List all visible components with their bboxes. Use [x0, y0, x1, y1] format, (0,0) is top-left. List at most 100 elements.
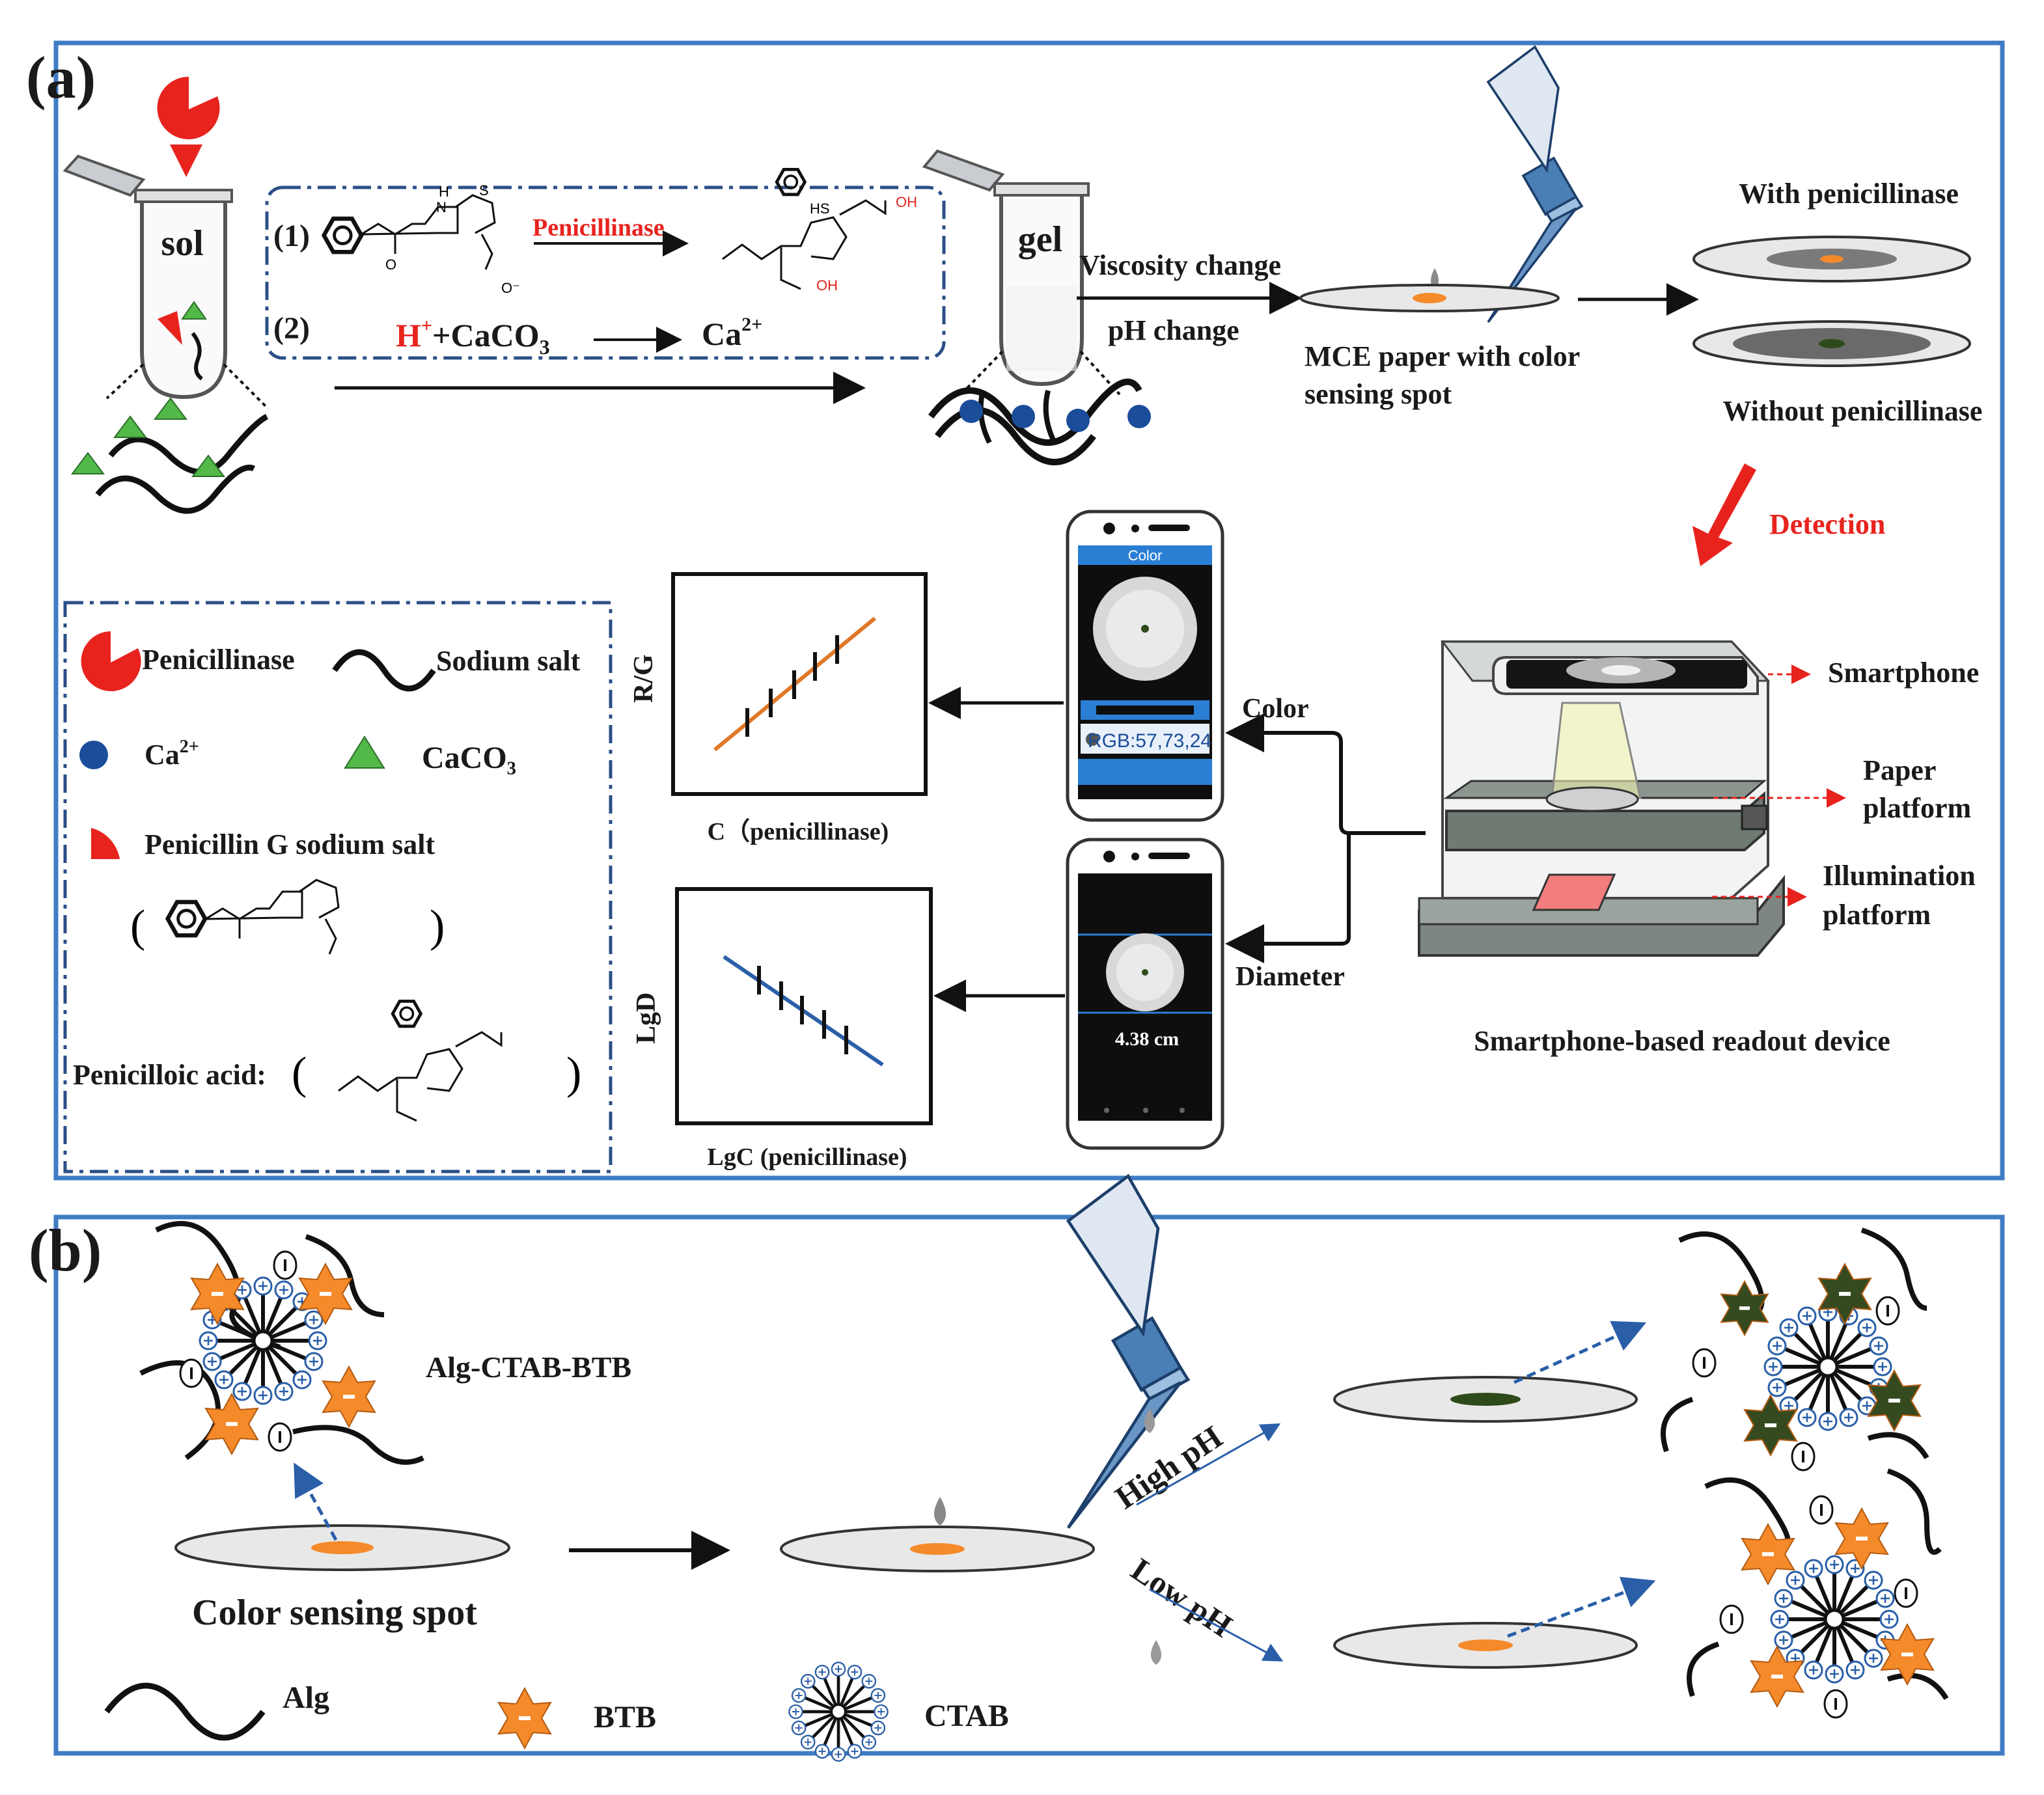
- diameter-label: Diameter: [1236, 962, 1345, 992]
- sensing-spot-label: Color sensing spot: [192, 1593, 477, 1633]
- droplet-b: [934, 1497, 946, 1526]
- legend-btb: BTB: [594, 1700, 656, 1734]
- high-ph-zoom-arrow: [1513, 1321, 1647, 1384]
- detection-label: Detection: [1769, 508, 1885, 540]
- reaction-box: [265, 185, 946, 360]
- reaction2-rhs: Ca2+: [702, 314, 762, 352]
- chem-label-o: O: [385, 256, 396, 273]
- panel-b-label: (b): [29, 1217, 102, 1283]
- chem-label-n: N: [436, 199, 447, 215]
- legend-sodium-salt-icon: [332, 649, 436, 692]
- reaction1-enzyme: Penicillinase: [532, 214, 665, 241]
- panel-b-frame: [53, 1214, 2005, 1756]
- low-ph-label: Low pH: [1125, 1551, 1239, 1645]
- panel-a-label: (a): [26, 44, 96, 111]
- chart-rg-frame: [671, 572, 928, 796]
- tube-gel-label: gel: [1018, 219, 1062, 260]
- chart-lgd-xlabel: LgC (penicillinase): [707, 1144, 907, 1171]
- legend-penicilloic-paren-open: (: [292, 1048, 307, 1099]
- legend-sodium-salt: Sodium salt: [436, 645, 581, 677]
- paper-platform-label-2: platform: [1863, 792, 1971, 824]
- legend-pen-g-structure: [168, 879, 340, 955]
- legend-pen-g-paren-open: (: [130, 901, 145, 952]
- chem-label-h: H: [439, 184, 449, 200]
- illumination-label-1: Illumination: [1823, 860, 1976, 892]
- device-label: Smartphone-based readout device: [1474, 1025, 1890, 1057]
- chem-label-s: S: [479, 182, 489, 199]
- legend-box: [63, 601, 613, 1173]
- legend-ca: Ca2+: [145, 737, 199, 771]
- without-penicillinase-label: Without penicillinase: [1723, 395, 1983, 427]
- chart-rg-xlabel: C（penicillinase): [708, 818, 889, 845]
- high-ph-complex: [1661, 1227, 1929, 1472]
- low-ph-zoom-arrow: [1507, 1576, 1656, 1638]
- droplet-high: [1144, 1408, 1155, 1433]
- droplet-a: [1431, 268, 1439, 289]
- reaction1-number: (1): [273, 219, 310, 253]
- legend-penicillinase-icon: [81, 631, 141, 691]
- reaction2-number: (2): [273, 311, 310, 346]
- chem-label-oh-2: OH: [816, 277, 838, 294]
- gel-network: [928, 378, 1151, 465]
- device-to-color-arrow: [1225, 713, 1426, 835]
- legend-penicilloic-paren-close: ): [566, 1048, 581, 1099]
- device-to-diameter-arrow: [1225, 833, 1351, 963]
- legend-ctab-icon: [789, 1662, 887, 1761]
- chart-rg: R/G C（penicillinase): [629, 572, 928, 845]
- chart-rg-ylabel: R/G: [629, 654, 659, 703]
- mce-label-line2: sensing spot: [1305, 378, 1452, 410]
- low-ph-arrow: [1149, 1588, 1284, 1662]
- legend-caco3-icon: [344, 735, 385, 769]
- legend-penicillinase: Penicillinase: [142, 644, 295, 676]
- chem-label-oh-1: OH: [896, 194, 917, 210]
- legend-pen-g: Penicillin G sodium salt: [145, 829, 435, 860]
- color-label: Color: [1242, 694, 1309, 724]
- rgb-readout: RGB:57,73,24: [1088, 730, 1211, 752]
- penicillin-g-structure: [324, 194, 496, 270]
- detection-arrow: [1692, 463, 1756, 566]
- legend-alg-icon: [104, 1682, 266, 1741]
- legend-ctab: CTAB: [924, 1699, 1009, 1733]
- sol-tube: sol: [62, 154, 233, 400]
- gel-tube: gel: [922, 149, 1090, 387]
- diameter-readout: 4.38 cm: [1115, 1028, 1179, 1050]
- chart-lgd-ticks: [757, 966, 848, 1054]
- high-ph-arrow: [1136, 1423, 1281, 1506]
- legend-penicilloic-label: Penicilloic acid:: [73, 1059, 266, 1091]
- penicillinase-icon: [157, 76, 220, 139]
- ph-change-label: pH change: [1108, 314, 1239, 346]
- chem-label-hs: HS: [810, 200, 830, 217]
- droplet-low: [1151, 1640, 1161, 1665]
- alg-ctab-btb-complex: [139, 1221, 424, 1465]
- chem-label-o-minus: O⁻: [501, 280, 520, 296]
- chart-lgd-ylabel: LgD: [631, 993, 661, 1044]
- phone-title: Color: [1128, 547, 1163, 564]
- paper-platform-label-1: Paper: [1863, 754, 1936, 786]
- penicilloic-acid-structure: [722, 169, 887, 290]
- low-ph-complex: [1687, 1468, 1949, 1719]
- sol-contents: [71, 397, 269, 514]
- chart-lgd: LgD LgC (penicillinase): [631, 887, 933, 1171]
- reaction2-lhs: H++CaCO3: [396, 315, 550, 359]
- mce-label-line1: MCE paper with color: [1305, 340, 1580, 372]
- chart-rg-ticks: [745, 635, 839, 737]
- tube-sol-label: sol: [161, 223, 203, 264]
- legend-ca-icon: [79, 741, 108, 769]
- legend-btb-icon: [498, 1688, 551, 1749]
- legend-alg: Alg: [283, 1680, 329, 1715]
- panel-a-frame: [53, 40, 2005, 1181]
- legend-pen-g-icon: [91, 828, 120, 859]
- with-penicillinase-label: With penicillinase: [1739, 178, 1959, 210]
- smartphone-label: Smartphone: [1828, 657, 1979, 689]
- illumination-label-2: platform: [1823, 899, 1931, 931]
- phone-color: Color RGB:57,73,24: [1066, 510, 1224, 822]
- readout-device: [1418, 640, 1785, 957]
- pipette-a: [1487, 46, 1583, 323]
- legend-penicilloic-structure: [338, 1001, 503, 1122]
- legend-caco3: CaCO₃: [422, 741, 516, 775]
- viscosity-label: Viscosity change: [1079, 249, 1281, 281]
- legend-pen-g-paren-close: ): [430, 901, 445, 952]
- complex-label: Alg-CTAB-BTB: [426, 1350, 631, 1384]
- phone-diameter: 4.38 cm: [1066, 838, 1224, 1150]
